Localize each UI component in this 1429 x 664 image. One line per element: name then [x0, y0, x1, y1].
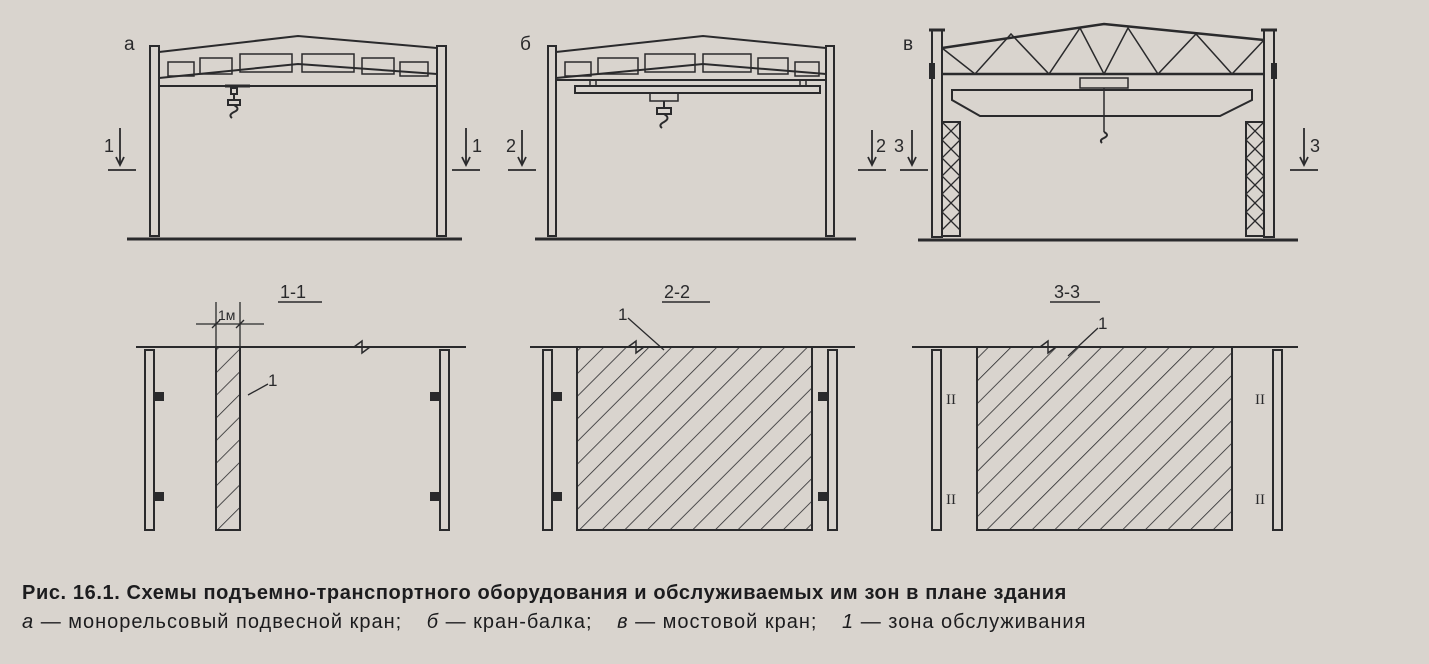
legend-text: — мостовой кран; [635, 611, 818, 633]
column-left [149, 45, 160, 237]
letter-c: в [903, 34, 913, 55]
section-mark-3-right: 3 [1310, 136, 1320, 156]
column-right [436, 45, 447, 237]
zone-label-2: 1 [618, 305, 627, 324]
section-mark-3-left: 3 [894, 136, 904, 156]
wall-right [1272, 349, 1283, 531]
letter-b: б [520, 34, 531, 55]
column-mark: II [1255, 392, 1265, 408]
service-zone [215, 346, 241, 531]
legend-key: 1 [842, 611, 855, 633]
plan-1-1 [136, 301, 466, 531]
legend-text: — зона обслуживания [860, 611, 1087, 633]
section-diagram-b [535, 34, 856, 241]
column-left [547, 45, 557, 237]
section-mark-1-right: 1 [472, 136, 482, 156]
legend-text: — монорельсовый подвесной кран; [40, 611, 403, 633]
plan-2-2 [530, 301, 855, 531]
legend-key: б [426, 611, 440, 633]
zone-label-1: 1 [268, 371, 277, 390]
wall-right [439, 349, 450, 531]
section-arrow-2-right [858, 130, 886, 171]
wall-left [931, 349, 942, 531]
plan-title-2-2: 2-2 [664, 282, 690, 302]
service-zone [976, 346, 1233, 531]
section-arrows [108, 128, 1318, 171]
section-arrow-3-left [900, 130, 928, 171]
legend-text: — кран-балка; [445, 611, 593, 633]
section-arrow-2-left [508, 130, 536, 171]
plan-3-3 [912, 301, 1298, 531]
zone-label-3: 1 [1098, 314, 1107, 333]
plan-title-3-3: 3-3 [1054, 282, 1080, 302]
wall-left [542, 349, 553, 531]
column-left [931, 29, 943, 238]
section-diagram-c [918, 22, 1298, 242]
column-mark: II [1255, 492, 1265, 508]
caption-legend: а — монорельсовый подвесной кран; б — кр… [22, 611, 1417, 634]
figure-caption: Рис. 16.1. Схемы подъемно-транспортного … [22, 582, 1417, 634]
caption-title: Рис. 16.1. Схемы подъемно-транспортного … [22, 582, 1067, 604]
plan-title-1-1: 1-1 [280, 282, 306, 302]
dimension-label: 1м [218, 307, 235, 323]
legend-key: а [22, 611, 35, 633]
section-diagram-a [127, 34, 462, 241]
wall-right [827, 349, 838, 531]
wall-left [144, 349, 155, 531]
service-zone [576, 346, 813, 531]
legend-key: в [617, 611, 629, 633]
section-mark-2-left: 2 [506, 136, 516, 156]
section-mark-2-right: 2 [876, 136, 886, 156]
section-arrow-3-right [1290, 128, 1318, 171]
column-right [1263, 29, 1275, 238]
section-arrow-1-left [108, 128, 136, 171]
column-mark: II [946, 492, 956, 508]
column-right [825, 45, 835, 237]
crane-column-right [1245, 121, 1265, 237]
section-arrow-1-right [452, 128, 480, 171]
column-mark: II [946, 392, 956, 408]
section-mark-1-left: 1 [104, 136, 114, 156]
crane-column-left [941, 121, 961, 237]
letter-a: а [124, 34, 135, 55]
